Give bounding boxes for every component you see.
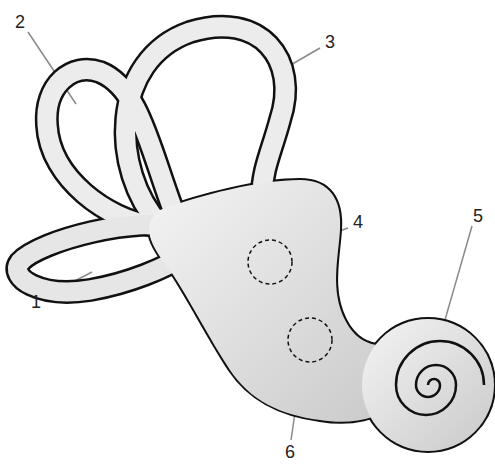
posterior-canal (47, 70, 175, 225)
posterior-canal (47, 70, 175, 225)
utricle-marker (248, 240, 292, 284)
saccule-marker (288, 318, 332, 362)
callout-number: 3 (325, 33, 335, 51)
callout-number: 5 (473, 207, 483, 225)
labyrinth-outline (17, 27, 494, 451)
callout-number: 4 (353, 213, 363, 231)
labyrinth-fill (17, 27, 494, 451)
cochlea (362, 319, 494, 451)
callout-number: 1 (31, 293, 41, 311)
cochlear-spiral (396, 341, 484, 415)
callout-number: 2 (15, 13, 25, 31)
cochlea (362, 319, 494, 451)
callout-number: 6 (285, 443, 295, 461)
